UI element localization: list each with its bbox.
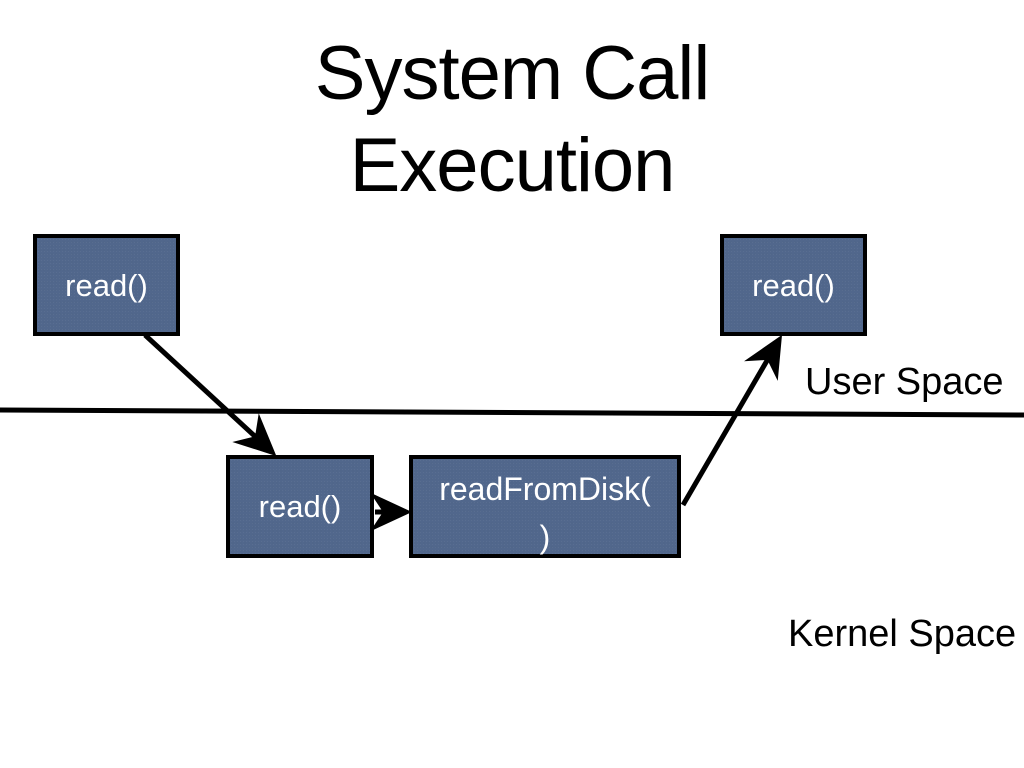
node-kernel-read[interactable]: read() [226, 455, 374, 558]
user-kernel-divider [0, 407, 1024, 418]
node-user-read[interactable]: read() [33, 234, 180, 336]
label-user-space: User Space [805, 361, 1004, 403]
label-kernel-space: Kernel Space [788, 613, 1017, 655]
page-title: System Call Execution [314, 31, 710, 208]
node-user-return[interactable]: read() [720, 234, 867, 336]
node-kernel-read-from-disk[interactable]: readFromDisk( ) [409, 455, 681, 558]
edge-return-arrow [680, 334, 783, 507]
edge-trap-arrow [143, 333, 277, 457]
